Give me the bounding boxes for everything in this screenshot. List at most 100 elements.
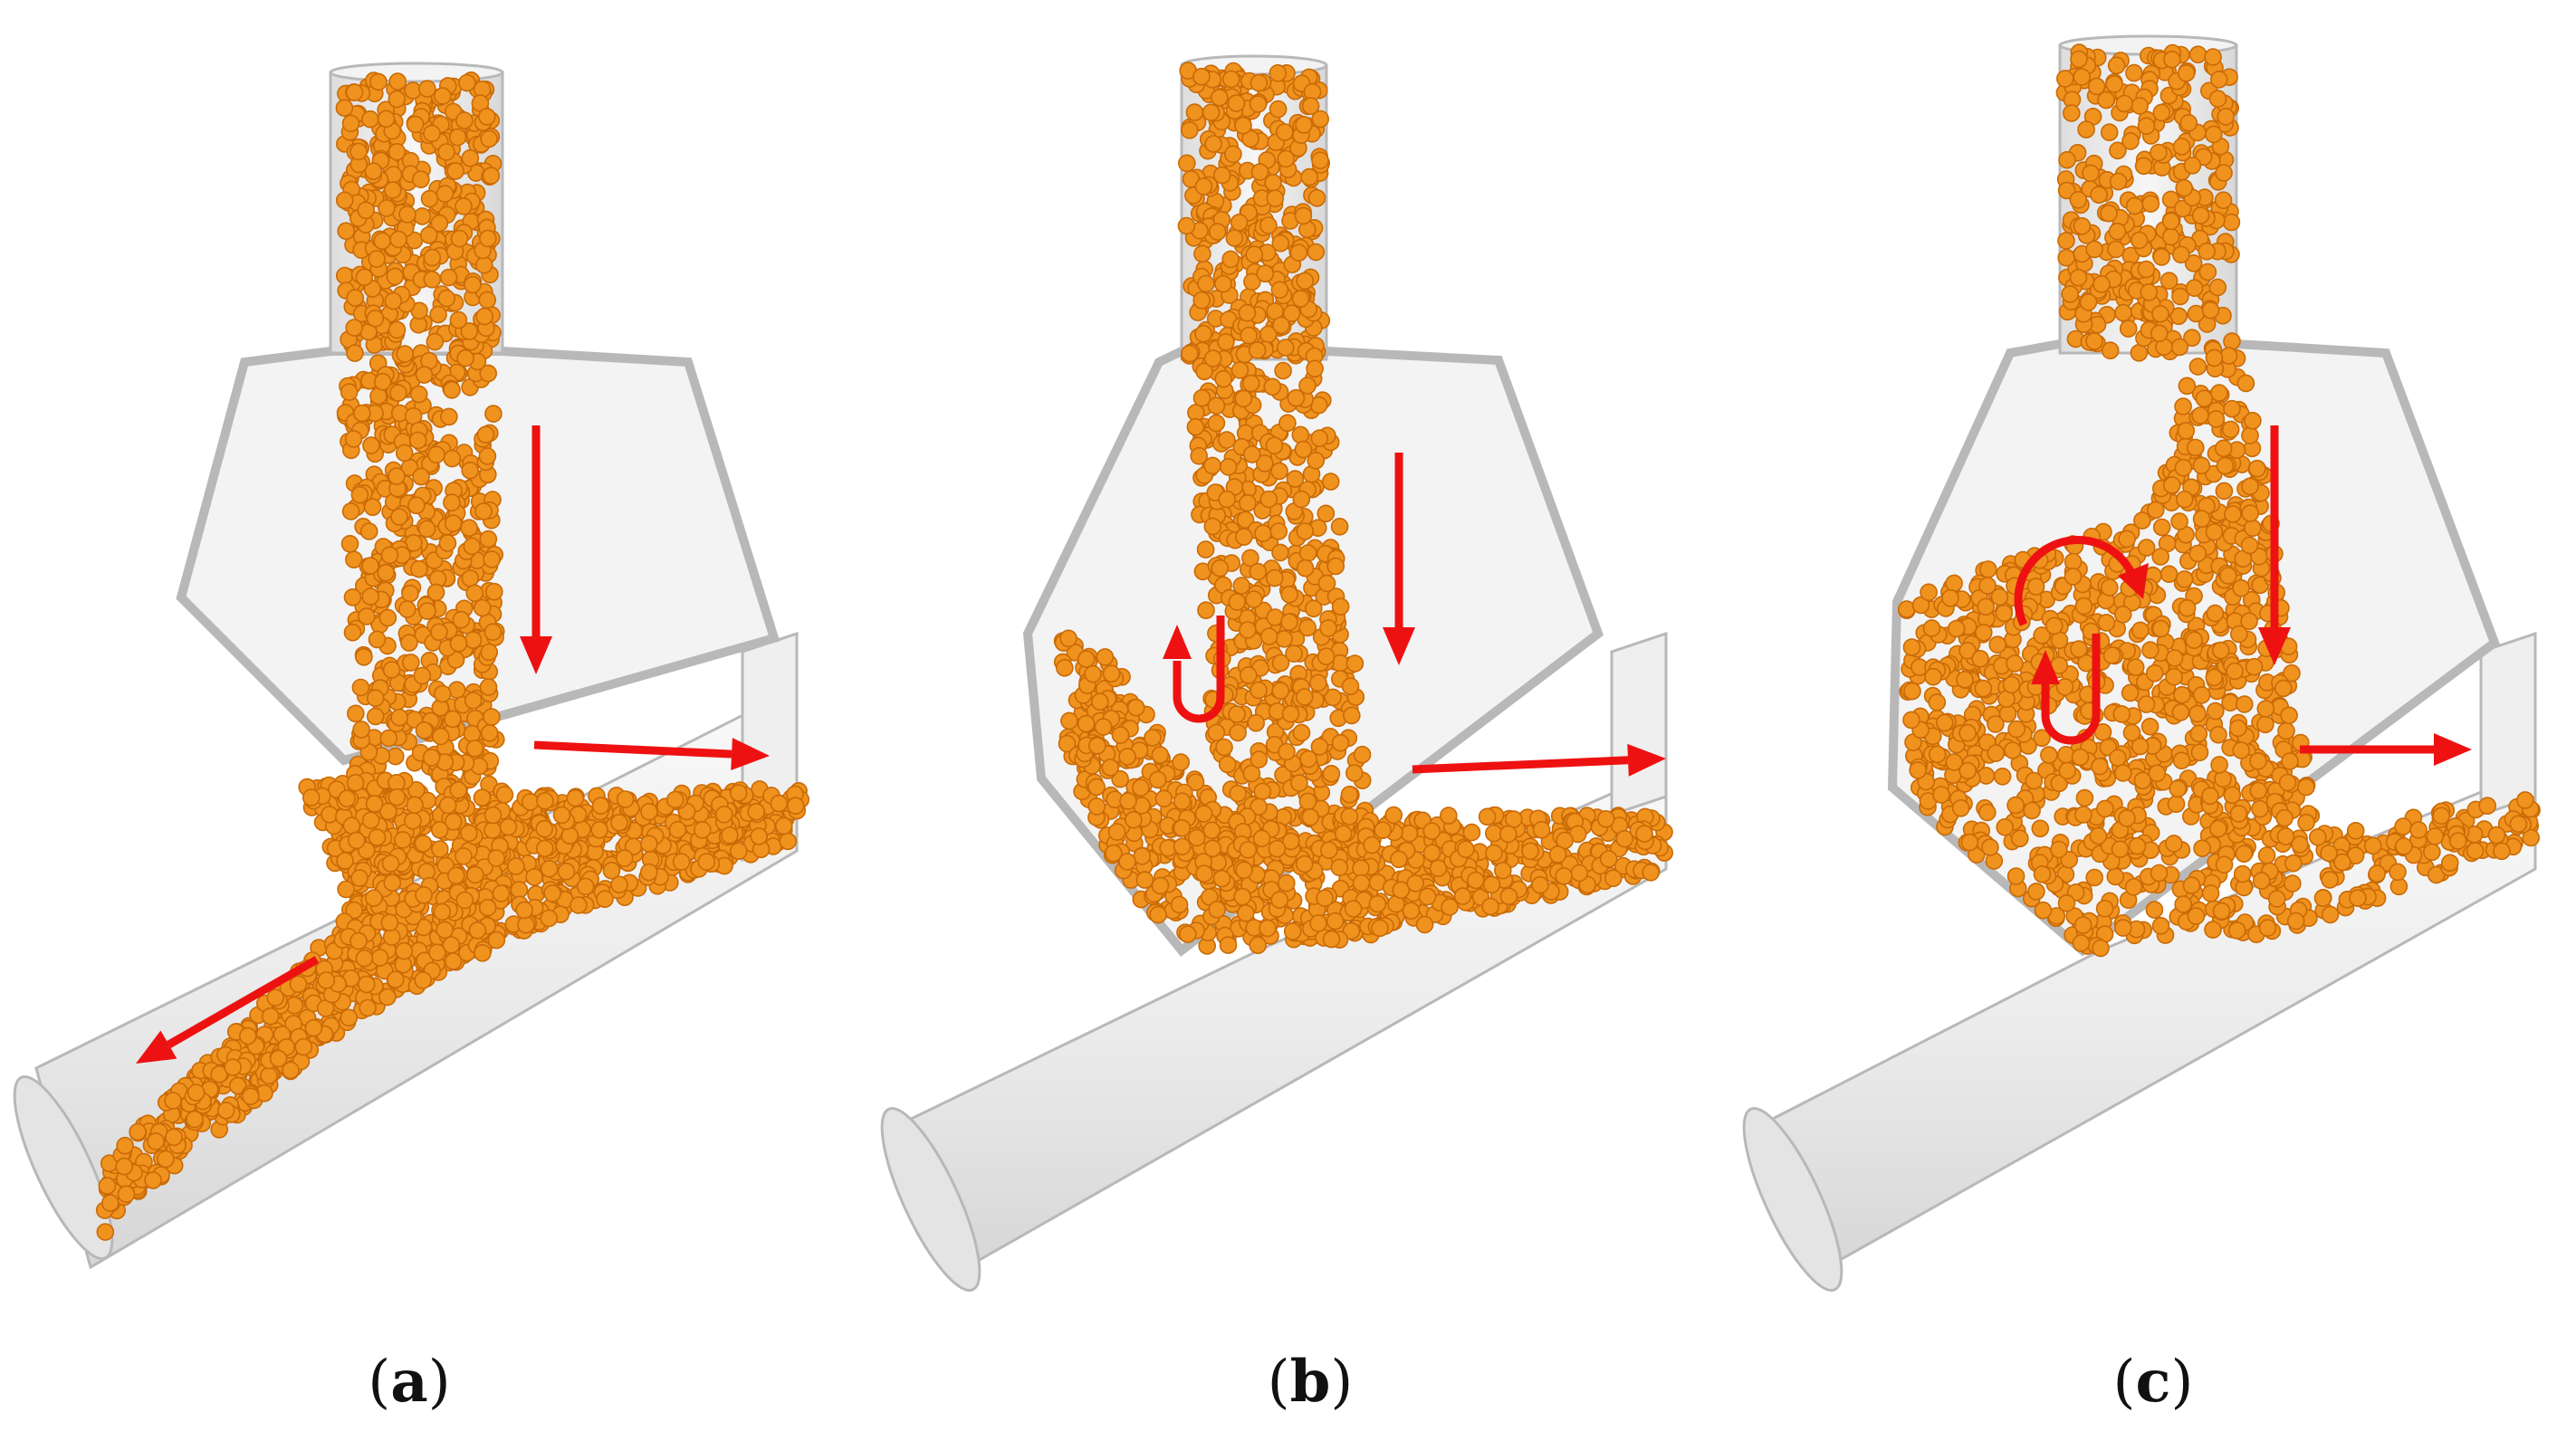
- particle: [2069, 268, 2088, 287]
- particle: [1280, 613, 1298, 632]
- particle: [377, 563, 396, 582]
- particle: [1148, 770, 1167, 789]
- particle: [507, 857, 525, 875]
- particle: [2222, 213, 2241, 232]
- particle: [351, 678, 370, 697]
- particle: [535, 819, 554, 838]
- particle: [429, 305, 447, 324]
- particle: [430, 820, 449, 839]
- particle: [431, 727, 450, 746]
- particle: [2100, 204, 2118, 223]
- particle: [438, 796, 457, 815]
- particle: [2188, 358, 2207, 376]
- particle: [2198, 263, 2217, 282]
- particle: [2121, 683, 2140, 702]
- particle: [1194, 324, 1212, 343]
- particle: [464, 691, 483, 710]
- particle: [440, 407, 458, 426]
- particle: [483, 550, 502, 568]
- particle: [423, 248, 442, 267]
- particle: [2118, 530, 2136, 549]
- particle: [1316, 889, 1334, 908]
- particle: [1087, 778, 1106, 797]
- particle: [261, 1007, 280, 1026]
- particle: [1321, 473, 1340, 491]
- particle: [366, 689, 385, 708]
- particle: [96, 1223, 115, 1241]
- particle: [2284, 874, 2302, 893]
- particle: [2006, 867, 2025, 885]
- particle: [473, 788, 492, 807]
- particle: [450, 229, 469, 248]
- particle: [2101, 578, 2119, 597]
- particle: [2092, 275, 2111, 293]
- particle: [1320, 841, 1338, 860]
- particle: [1341, 677, 1360, 696]
- particle: [2152, 518, 2171, 537]
- particle: [499, 817, 518, 836]
- particle: [400, 634, 418, 652]
- particle: [1319, 619, 1337, 637]
- particle: [786, 797, 805, 816]
- particle: [395, 941, 414, 960]
- particle: [417, 520, 436, 539]
- particle: [2130, 343, 2149, 362]
- particle: [442, 936, 461, 954]
- particle: [1241, 374, 1260, 393]
- particle: [2207, 410, 2226, 428]
- particle: [1218, 755, 1237, 774]
- particle: [1125, 810, 1143, 829]
- particle: [1343, 706, 1361, 725]
- particle: [1248, 341, 1267, 359]
- particle: [1173, 837, 1192, 856]
- particle: [517, 915, 535, 934]
- particle: [2109, 749, 2127, 768]
- particle: [1400, 824, 1419, 843]
- particle: [346, 773, 365, 792]
- panel-label-open: (: [368, 1349, 390, 1416]
- particle: [378, 608, 397, 627]
- particle: [1270, 462, 1288, 481]
- particle: [2130, 231, 2149, 250]
- particle: [1289, 243, 1308, 263]
- particle: [430, 840, 449, 858]
- particle: [396, 345, 415, 363]
- particle: [340, 1008, 359, 1027]
- panel-label-letter: b: [1290, 1348, 1331, 1416]
- particle: [352, 721, 370, 739]
- particle: [1224, 145, 1242, 164]
- particle: [1196, 540, 1215, 558]
- particle: [2137, 117, 2156, 135]
- particle: [2248, 459, 2266, 478]
- particle: [540, 859, 559, 878]
- particle: [1415, 915, 1434, 934]
- particle: [1995, 604, 2014, 623]
- particle: [1278, 414, 1297, 433]
- particle: [1287, 388, 1306, 407]
- particle: [1903, 682, 1921, 701]
- particle: [615, 849, 634, 867]
- particle: [455, 891, 474, 910]
- particle: [484, 806, 503, 825]
- particle: [444, 710, 462, 729]
- particle: [2152, 103, 2171, 122]
- particle: [1228, 593, 1247, 611]
- particle: [1344, 900, 1363, 918]
- particle: [415, 366, 434, 384]
- particle: [383, 873, 402, 893]
- particle: [1179, 925, 1197, 943]
- particle: [557, 862, 576, 881]
- particle: [1192, 291, 1211, 310]
- particle: [373, 372, 392, 391]
- particle: [1177, 216, 1196, 235]
- particle: [576, 877, 595, 896]
- particle: [423, 124, 441, 143]
- particle: [2208, 90, 2227, 108]
- particle: [1193, 244, 1211, 263]
- particle: [1151, 876, 1170, 895]
- particle: [1234, 116, 1252, 135]
- particle: [433, 87, 452, 105]
- particle: [415, 885, 433, 904]
- particle: [2107, 240, 2125, 259]
- particle: [1390, 850, 1408, 869]
